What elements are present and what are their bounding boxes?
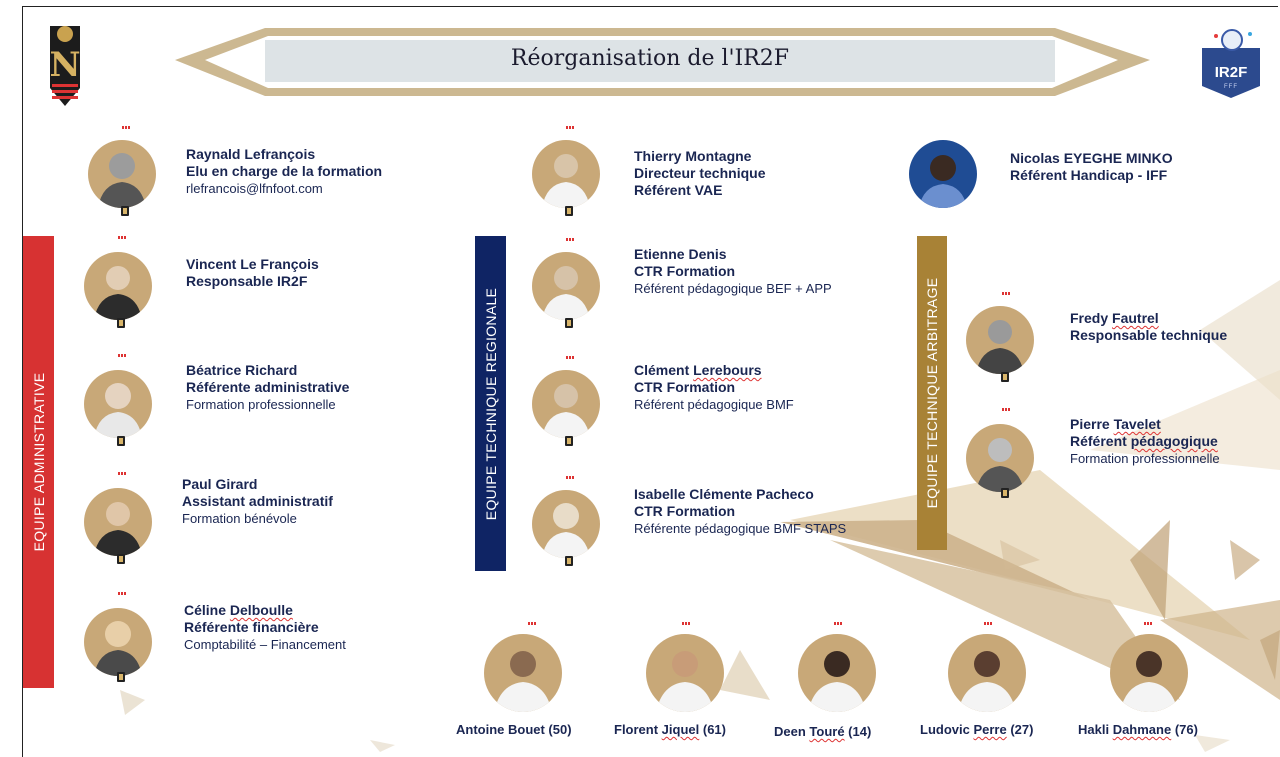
avatar-tavelet <box>966 424 1034 492</box>
ir2f-label: IR2F <box>1214 64 1248 81</box>
info-montagne: Thierry Montagne Directeur technique Réf… <box>634 148 766 198</box>
avatar-dahmane <box>1110 634 1188 712</box>
caption-jiquel: Florent Jiquel (61) <box>614 722 726 737</box>
n-badge-icon <box>121 206 129 216</box>
avatar-tick <box>1002 292 1010 295</box>
info-richard: Béatrice Richard Référente administrativ… <box>186 362 350 412</box>
avatar-lerebours <box>532 370 600 438</box>
n-badge-icon <box>565 318 573 328</box>
ir2f-logo: IR2F FFF <box>1196 26 1266 98</box>
page-title: Réorganisation de l'IR2F <box>510 46 790 71</box>
avatar-denis <box>532 252 600 320</box>
avatar-perre <box>948 634 1026 712</box>
avatar-bouet <box>484 634 562 712</box>
avatar-tick <box>566 356 574 359</box>
info-girard: Paul Girard Assistant administratif Form… <box>182 476 333 526</box>
fff-label: FFF <box>1224 84 1238 90</box>
slide-frame <box>22 6 1278 757</box>
avatar-tick <box>122 126 130 129</box>
info-lefrancois-v: Vincent Le François Responsable IR2F <box>186 256 319 289</box>
avatar-tick <box>118 472 126 475</box>
section-admin: EQUIPE ADMINISTRATIVE <box>23 236 54 688</box>
normandie-logo: N <box>40 18 90 110</box>
avatar-tick <box>1002 408 1010 411</box>
avatar-fautrel <box>966 306 1034 374</box>
avatar-tick <box>682 622 690 625</box>
caption-bouet: Antoine Bouet (50) <box>456 722 572 737</box>
info-pacheco: Isabelle Clémente Pacheco CTR Formation … <box>634 486 847 536</box>
section-technique-regionale: EQUIPE TECHNIQUE REGIONALE <box>475 236 506 571</box>
caption-toure: Deen Touré (14) <box>774 724 872 739</box>
avatar-pacheco <box>532 490 600 558</box>
avatar-lefrancois-v <box>84 252 152 320</box>
avatar-tick <box>834 622 842 625</box>
section-technique-arbitrage: EQUIPE TECHNIQUE ARBITRAGE <box>917 236 947 550</box>
info-tavelet: Pierre Tavelet Référent pédagogique Form… <box>1070 416 1220 466</box>
avatar-tick <box>566 126 574 129</box>
avatar-girard <box>84 488 152 556</box>
n-badge-icon <box>565 556 573 566</box>
avatar-tick <box>118 592 126 595</box>
n-badge-icon <box>117 672 125 682</box>
avatar-delboulle <box>84 608 152 676</box>
caption-perre: Ludovic Perre (27) <box>920 722 1034 737</box>
avatar-montagne <box>532 140 600 208</box>
avatar-tick <box>118 354 126 357</box>
avatar-tick <box>118 236 126 239</box>
avatar-lefrancois-r <box>88 140 156 208</box>
info-lerebours: Clément Lerebours CTR Formation Référent… <box>634 362 794 412</box>
info-eyeghe: Nicolas EYEGHE MINKO Référent Handicap -… <box>1010 150 1173 183</box>
n-badge-icon <box>117 318 125 328</box>
svg-text:N: N <box>49 45 80 85</box>
info-delboulle: Céline Delboulle Référente financière Co… <box>184 602 346 652</box>
n-badge-icon <box>565 436 573 446</box>
n-badge-icon <box>1001 372 1009 382</box>
n-badge-icon <box>117 436 125 446</box>
info-lefrancois-r: Raynald Lefrançois Elu en charge de la f… <box>186 146 383 196</box>
avatar-tick <box>528 622 536 625</box>
n-badge-icon <box>1001 488 1009 498</box>
avatar-tick <box>1144 622 1152 625</box>
info-denis: Etienne Denis CTR Formation Référent péd… <box>634 246 832 296</box>
n-badge-icon <box>565 206 573 216</box>
avatar-eyeghe <box>909 140 977 208</box>
avatar-jiquel <box>646 634 724 712</box>
avatar-tick <box>566 476 574 479</box>
caption-dahmane: Hakli Dahmane (76) <box>1078 722 1198 737</box>
n-badge-icon <box>117 554 125 564</box>
avatar-toure <box>798 634 876 712</box>
avatar-tick <box>566 238 574 241</box>
avatar-richard <box>84 370 152 438</box>
info-fautrel: Fredy Fautrel Responsable technique <box>1070 310 1228 343</box>
avatar-tick <box>984 622 992 625</box>
